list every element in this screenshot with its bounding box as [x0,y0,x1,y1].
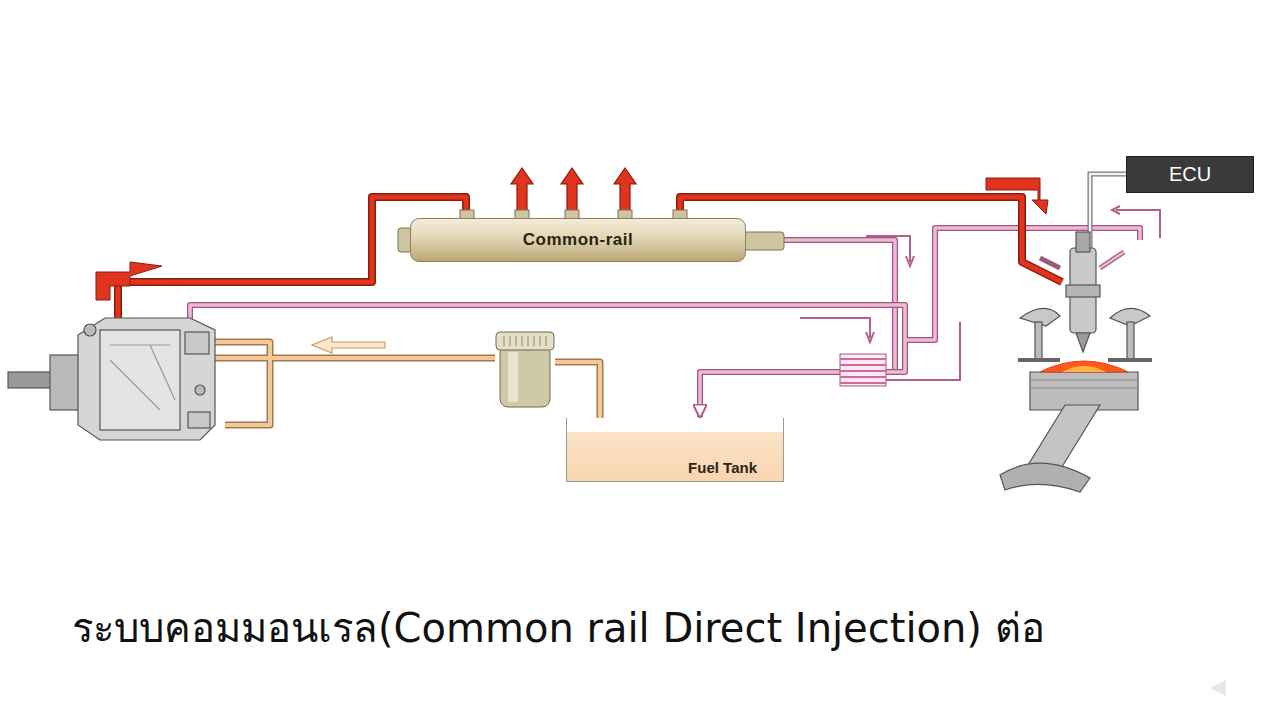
caption: ระบบคอมมอนเรล(Common rail Direct Injecti… [72,596,1045,660]
rail-outlet [511,168,636,222]
node-label: Fuel Tank [688,459,757,476]
fuel-cooler [840,354,886,386]
flow-arrow [986,178,1048,214]
node-label: Common-rail [523,230,633,250]
speaker-icon [1210,680,1226,696]
fuel-tank: Fuel Tank [566,418,784,482]
ecu-box: ECU [1126,156,1254,193]
high-pressure-pump [8,318,215,440]
ecu-wire-core [1090,174,1126,250]
fuel-filter [496,332,554,407]
node-label: ECU [1169,163,1211,186]
engine-cylinder [1000,232,1152,492]
flow-arrow [312,337,385,353]
return-pipe [700,240,895,417]
high-pressure-line [118,197,1062,352]
flow-arrow [96,262,162,300]
high-pressure-line-fill [118,197,1062,352]
common-rail: Common-rail [410,218,746,262]
feed-line-fill [205,342,600,462]
feed-line [205,342,600,462]
ecu-wire [1090,174,1126,250]
